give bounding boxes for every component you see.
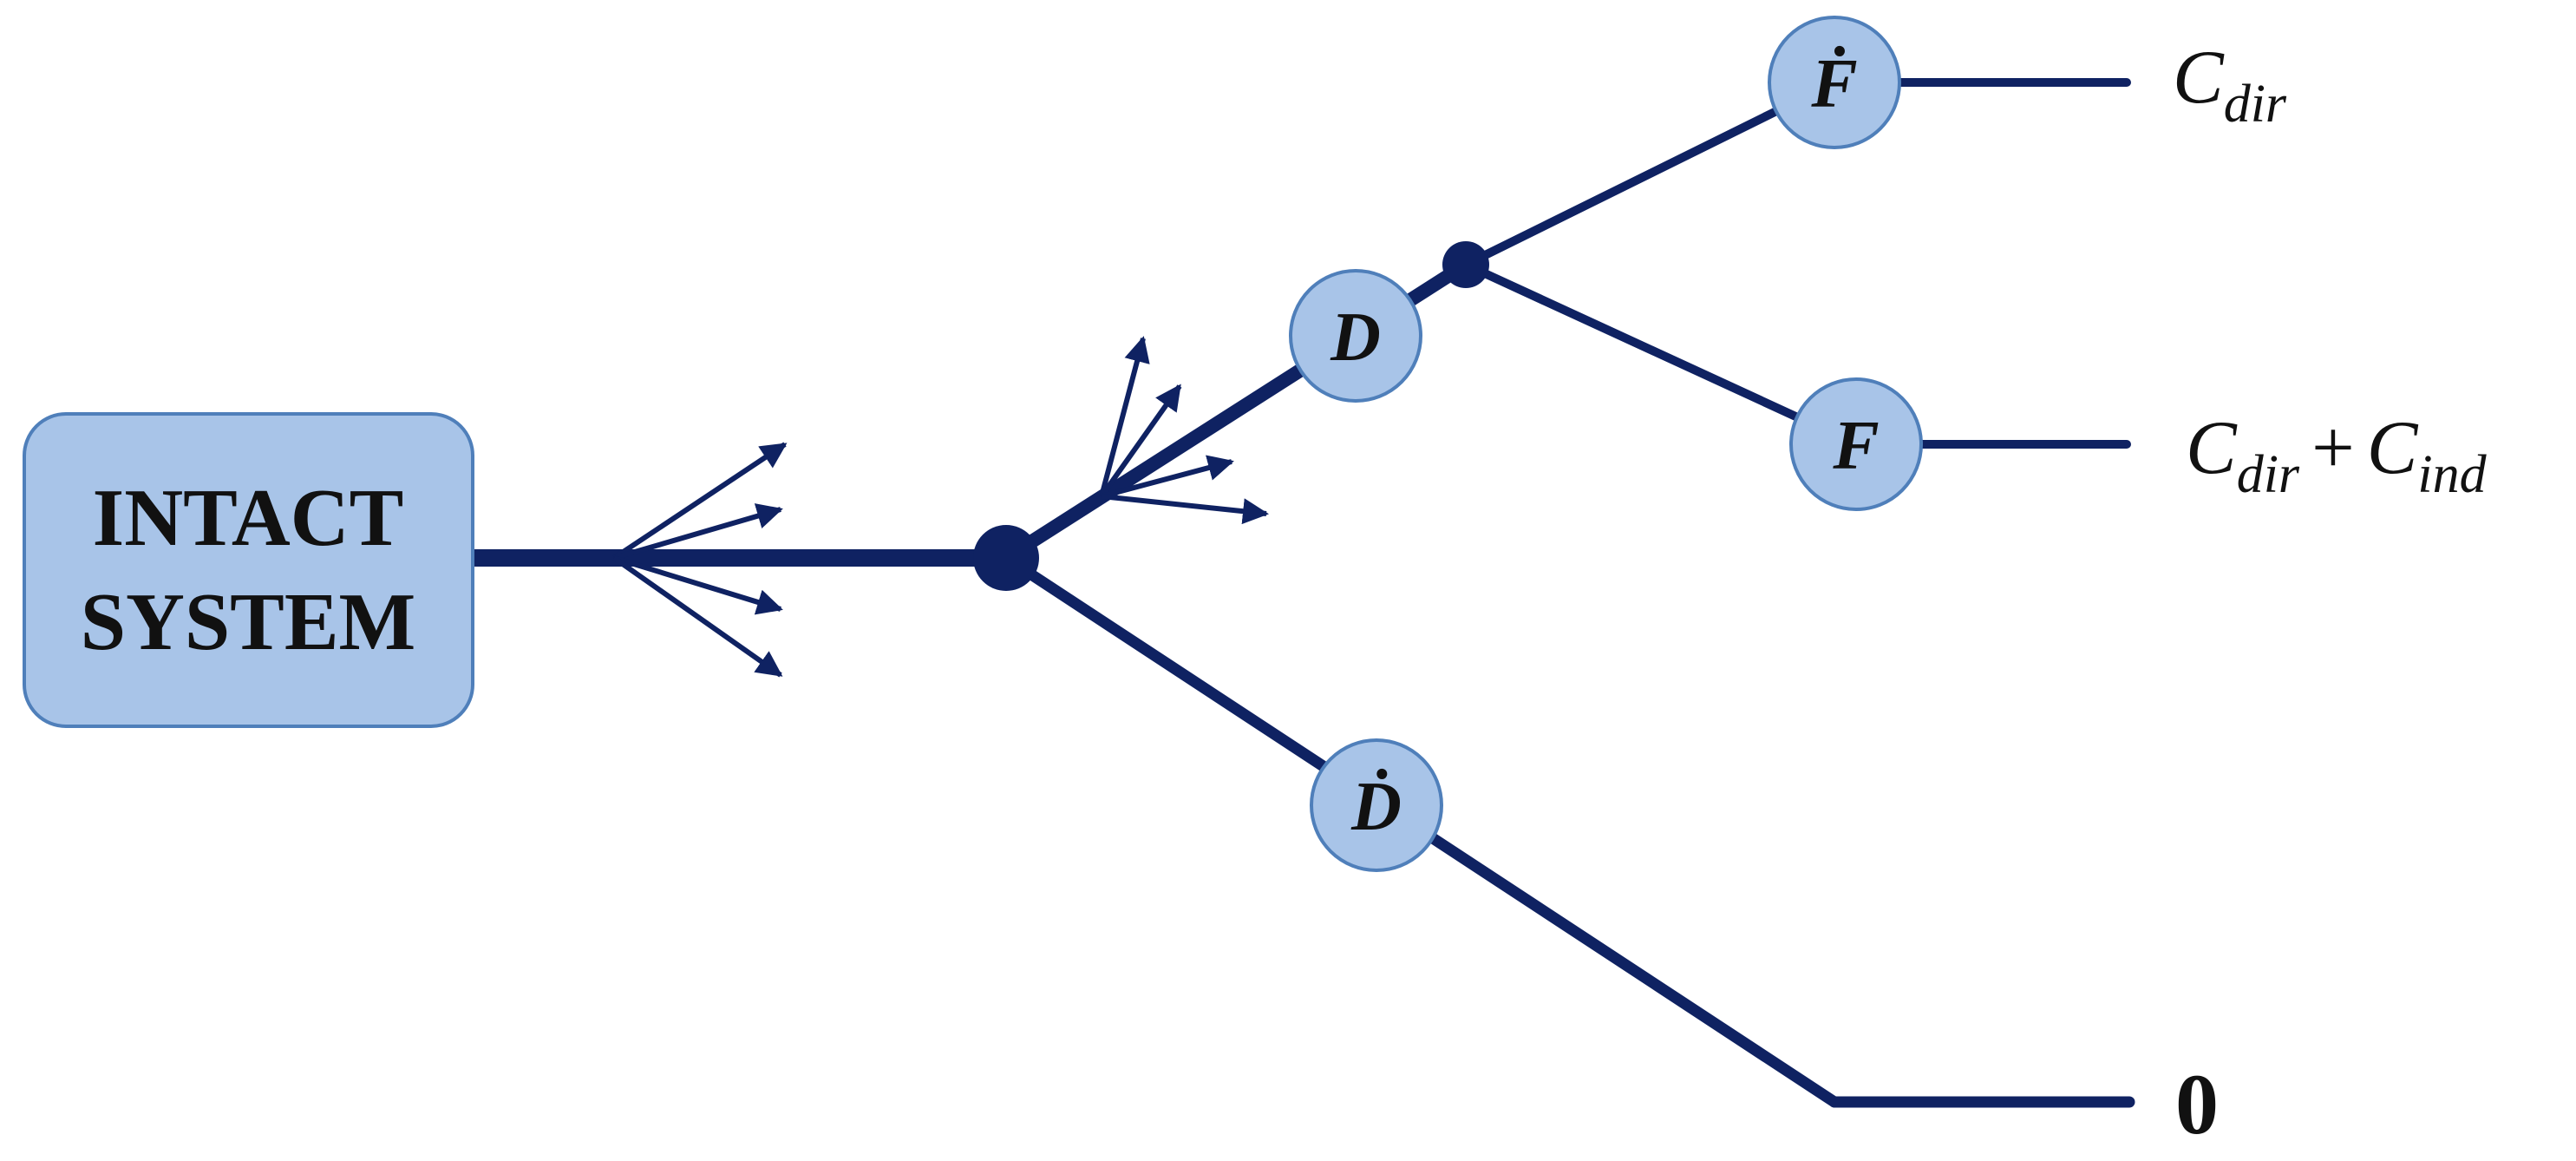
outcome-bottom: 0 [2175, 1056, 2219, 1152]
middle-arrow-fan [1099, 336, 1269, 525]
node-d: D [1289, 269, 1422, 403]
arrow [1101, 494, 1269, 525]
node-f: F [1789, 377, 1923, 511]
arrow [1099, 384, 1182, 498]
arrow [612, 442, 788, 561]
node-f-circle [1789, 377, 1923, 511]
intact-system-box: INTACT SYSTEM [23, 412, 474, 728]
intact-system-label-line1: INTACT [93, 473, 404, 563]
outcome-middle-base2: C [2367, 406, 2419, 490]
node-d-label: D [1330, 299, 1381, 376]
branch-to-f-dot-line [1461, 78, 1839, 269]
outcome-top-base: C [2173, 36, 2225, 120]
outcome-middle-sub1: dir [2237, 445, 2300, 504]
arrow [1101, 455, 1234, 499]
intact-system-label-line2: SYSTEM [81, 577, 416, 667]
intact-system-box-shape [23, 412, 474, 728]
junction-dot-upper [1442, 241, 1489, 288]
arrow [613, 503, 783, 561]
node-f-dot: Ḟ [1768, 16, 1901, 149]
arrow [612, 555, 783, 678]
outcome-middle-base1: C [2186, 406, 2238, 490]
arrow [1099, 336, 1150, 497]
arrow [613, 555, 783, 615]
outcome-top-sub: dir [2224, 75, 2287, 134]
outcome-middle-operator: + [2311, 406, 2355, 490]
left-arrow-fan [612, 442, 788, 678]
node-d-dot-circle [1310, 738, 1443, 872]
outcome-middle-sub2: ind [2417, 445, 2487, 504]
node-f-dot-label: Ḟ [1810, 45, 1857, 122]
branch-to-f-line [1461, 260, 1860, 449]
outcome-top: Cdir [2173, 36, 2287, 134]
node-d-dot: Ḋ [1310, 738, 1443, 872]
outcome-middle: Cdir+Cind [2186, 406, 2488, 504]
junction-dot-main [973, 525, 1039, 591]
node-d-circle [1289, 269, 1422, 403]
node-d-dot-label: Ḋ [1350, 768, 1402, 845]
node-f-dot-circle [1768, 16, 1901, 149]
node-f-label: F [1832, 408, 1879, 484]
